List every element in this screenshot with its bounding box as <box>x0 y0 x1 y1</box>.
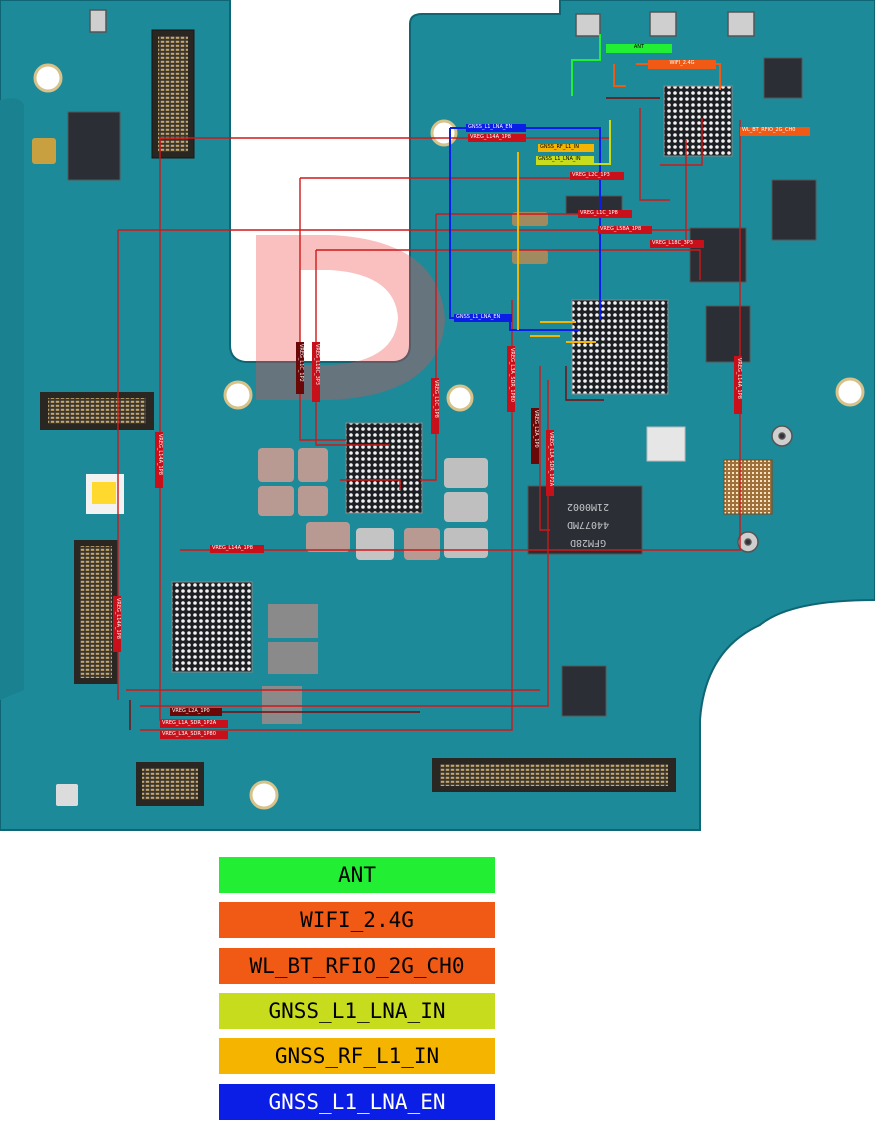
coax-connectors <box>89 9 793 553</box>
tag-wl-bt: WL_BT_RFIO_2G_CH0 <box>740 127 810 136</box>
tag-gnss-lna-en-mid: GNSS_L1_LNA_EN <box>454 314 512 322</box>
tag-vreg-l18c-3p3-v: VREG_L18C_3P3 <box>312 342 320 402</box>
legend-label: WIFI_2.4G <box>300 908 414 932</box>
tag-vreg-l1c-1p8-v: VREG_L1C_1P8 <box>431 378 439 434</box>
tag-vreg-l2a-1p0: VREG_L2A_1P0 <box>170 708 222 716</box>
passives <box>32 138 548 806</box>
tag-vreg-l3a-sdr-1p80: VREG_L3A_SDR_1P80 <box>160 731 228 739</box>
tag-vreg-l14a-mid: VREG_L14A_1P8 <box>210 545 264 553</box>
tag-vreg-l5ba-1p8: VREG_L5BA_1P8 <box>598 226 652 234</box>
chip-text-2: 44077MD <box>567 519 609 530</box>
legend-label: WL_BT_RFIO_2G_CH0 <box>249 954 465 978</box>
legend-gnss-lna-in: GNSS_L1_LNA_IN <box>219 993 495 1029</box>
legend-gnss-rf: GNSS_RF_L1_IN <box>219 1038 495 1074</box>
legend-wifi: WIFI_2.4G <box>219 902 495 938</box>
tag-vreg-l1c-1p8-top: VREG_L1C_1P8 <box>578 210 632 218</box>
legend-gnss-en: GNSS_L1_LNA_EN <box>219 1084 495 1120</box>
legend-label: GNSS_L1_LNA_IN <box>268 999 446 1023</box>
tag-vreg-l14a-top: VREG_L14A_1P8 <box>468 134 526 142</box>
tag-gnss-l1-lna-in: GNSS_L1_LNA_IN <box>536 156 594 164</box>
tag-vreg-l14a-right-v: VREG_L14A_1P8 <box>734 356 742 414</box>
legend-wl-bt: WL_BT_RFIO_2G_CH0 <box>219 948 495 984</box>
tag-vreg-l14a-left-v: VREG_L14A_1P8 <box>155 432 163 488</box>
tag-gnss-lna-en-top: GNSS_L1_LNA_EN <box>466 124 526 132</box>
watermark-logo <box>256 235 445 400</box>
chip-text-3: GFM28D <box>570 537 606 548</box>
legend-label: GNSS_L1_LNA_EN <box>268 1090 446 1114</box>
legend-label: GNSS_RF_L1_IN <box>274 1044 440 1068</box>
tag-vreg-l1a-sdr-v: VREG_L1A_SDR_1P2A <box>546 430 554 496</box>
tag-gnss-rf-l1-in: GNSS_RF_L1_IN <box>538 144 594 152</box>
tag-vreg-l1c-1p2-v: VREG_L1C_1P2 <box>296 342 304 394</box>
chips <box>67 57 817 717</box>
tag-vreg-l18c-3p3: VREG_L18C_3P3 <box>650 240 704 248</box>
tag-vreg-l1a-sdr-1p2a: VREG_L1A_SDR_1P2A <box>160 720 228 728</box>
tag-wifi: WIFI_2.4G <box>648 60 716 69</box>
legend-label: ANT <box>338 863 376 887</box>
legend-ant: ANT <box>219 857 495 893</box>
tag-vreg-l14a-bottomleft-v: VREG_L14A_1P8 <box>113 596 121 652</box>
tag-vreg-l3a-sdr-v: VREG_L3A_SDR_1P80 <box>507 346 515 412</box>
chip-text-1: 21M0002 <box>567 501 609 512</box>
pcb-diagram: 21M0002 44077MD GFM28D ANT WIFI_2.4G WL_… <box>0 0 875 831</box>
tag-ant: ANT <box>606 44 672 53</box>
tag-vreg-l2c-1p3: VREG_L2C_1P3 <box>570 172 624 180</box>
tag-vreg-l2a-1p0-v: VREG_L2A_1P0 <box>531 408 539 464</box>
chip-silkscreen: 21M0002 44077MD GFM28D <box>567 501 609 548</box>
connectors <box>40 29 676 806</box>
